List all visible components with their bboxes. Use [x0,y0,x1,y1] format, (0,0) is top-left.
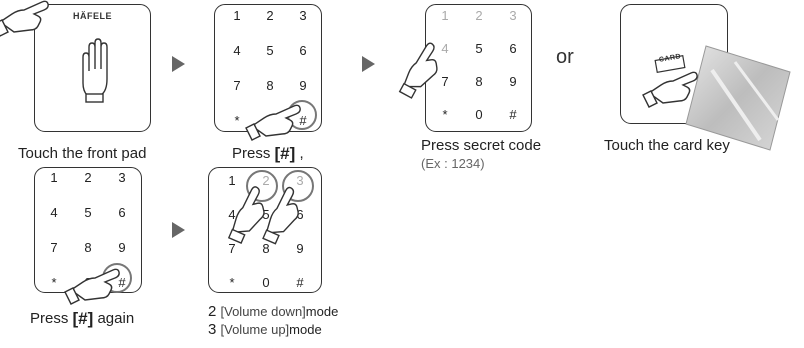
keypad-key: 8 [84,240,92,255]
caption-press-hash: Press [#] , [232,144,304,163]
front-pad-panel: HÄFELE [34,4,151,132]
key-2-highlight [246,170,278,202]
arrow-right-icon [172,222,185,238]
keypad-key: * [229,275,235,290]
keypad-panel-secret-code: 1 2 3 4 5 6 7 8 9 * 0 # [425,4,532,132]
keypad-key: 8 [475,74,483,89]
keypad-key: 0 [266,113,274,128]
keypad-key: 2 [475,8,483,23]
or-text: or [556,46,574,68]
keypad-key: * [442,107,448,122]
keypad-key: 8 [262,241,270,256]
keypad-key: 1 [233,8,241,23]
hash-symbol: [#] [274,144,296,163]
keypad-key: 6 [296,207,304,222]
keypad-key: 9 [296,241,304,256]
caption-press-secret-code: Press secret code [421,137,542,154]
keypad-key: 3 [118,170,126,185]
keypad-key: 7 [233,78,241,93]
keypad-key: 5 [475,41,483,56]
key-3-highlight [282,170,314,202]
hash-key-highlight [102,263,132,293]
keypad-key: 4 [233,43,241,58]
keypad-key: 7 [228,241,236,256]
arrow-right-icon [362,56,375,72]
keypad-key: 4 [441,41,449,56]
keypad-key: 9 [509,74,517,89]
card-reader-panel [620,4,728,124]
keypad-key: # [296,275,304,290]
keypad-key: 6 [118,205,126,220]
keypad-key: 1 [50,170,58,185]
hash-key-highlight [287,100,317,130]
brand-logo: HÄFELE [73,11,112,21]
keypad-key: 3 [509,8,517,23]
keypad-key: 6 [509,41,517,56]
keypad-key: 5 [262,207,270,222]
keypad-key: 4 [228,207,236,222]
keypad-key: 0 [262,275,270,290]
caption-touch-card-key: Touch the card key [604,137,730,154]
keypad-key: 2 [84,170,92,185]
keypad-key: 9 [118,240,126,255]
keypad-key: 0 [84,275,92,290]
keypad-key: * [51,275,57,290]
arrow-right-icon [172,56,185,72]
keypad-key: * [234,113,240,128]
keypad-key: # [509,107,517,122]
caption-touch-front-pad: Touch the front pad [18,145,147,162]
keypad-key: 1 [228,173,236,188]
keypad-key: 5 [84,205,92,220]
keypad-key: 0 [475,107,483,122]
caption-secret-code-example: (Ex : 1234) [421,156,485,171]
keypad-key: 3 [299,8,307,23]
mode-line-volume-down: 2 [Volume down]mode [208,303,339,320]
keypad-key: 6 [299,43,307,58]
hand-palm-icon [82,38,108,103]
keypad-key: 7 [50,240,58,255]
mode-line-volume-up: 3 [Volume up]mode [208,321,322,338]
hash-symbol: [#] [72,309,94,328]
keypad-key: 2 [266,8,274,23]
keypad-key: 5 [266,43,274,58]
keypad-key: 9 [299,78,307,93]
keypad-key: 1 [441,8,449,23]
caption-press-hash-again: Press [#] again [30,309,135,328]
keypad-key: 7 [441,74,449,89]
keypad-key: 4 [50,205,58,220]
keypad-key: 8 [266,78,274,93]
